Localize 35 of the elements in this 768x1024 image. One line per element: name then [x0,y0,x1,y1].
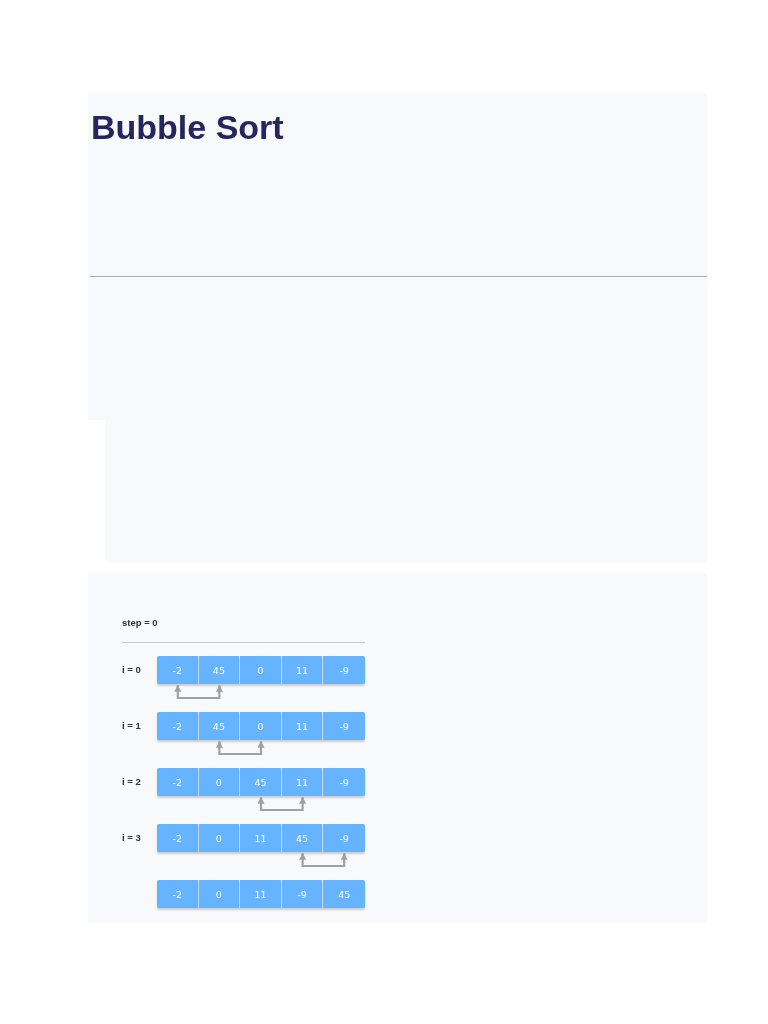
array-cell: -2 [157,656,199,684]
array-cell: -9 [323,712,365,740]
array-cell: 0 [240,656,282,684]
array-cell: 0 [198,880,241,908]
swap-arrow [257,796,307,812]
array-cell: -2 [157,824,199,852]
swap-arrow [174,684,223,700]
array-cell: -2 [157,768,199,796]
array-cell: -9 [323,768,365,796]
array-cell: 45 [323,880,365,908]
index-label: i = 3 [122,832,141,844]
array-cell: -9 [281,880,324,908]
array-cell: 0 [240,712,282,740]
array-cell: 11 [240,880,282,908]
array-cell: -2 [157,712,199,740]
array-cell: 45 [240,768,282,796]
title: Bubble Sort [91,110,284,144]
step-label: step = 0 [122,617,158,629]
swap-arrow [215,740,265,756]
array-cell: 45 [281,824,324,852]
array-cell: 45 [198,656,241,684]
array-cell: 11 [281,712,324,740]
array-cell: -2 [157,880,199,908]
array-cell: 45 [198,712,241,740]
array-cell: -9 [323,824,365,852]
index-label: i = 1 [122,720,141,732]
array-cell: 11 [240,824,282,852]
index-label: i = 2 [122,776,141,788]
array-cell: 0 [198,824,241,852]
array-cell: -9 [323,656,365,684]
array-cell: 11 [281,656,324,684]
array-cell: 11 [281,768,324,796]
array-cell: 0 [198,768,241,796]
swap-arrow [299,852,348,868]
index-label: i = 0 [122,664,141,676]
